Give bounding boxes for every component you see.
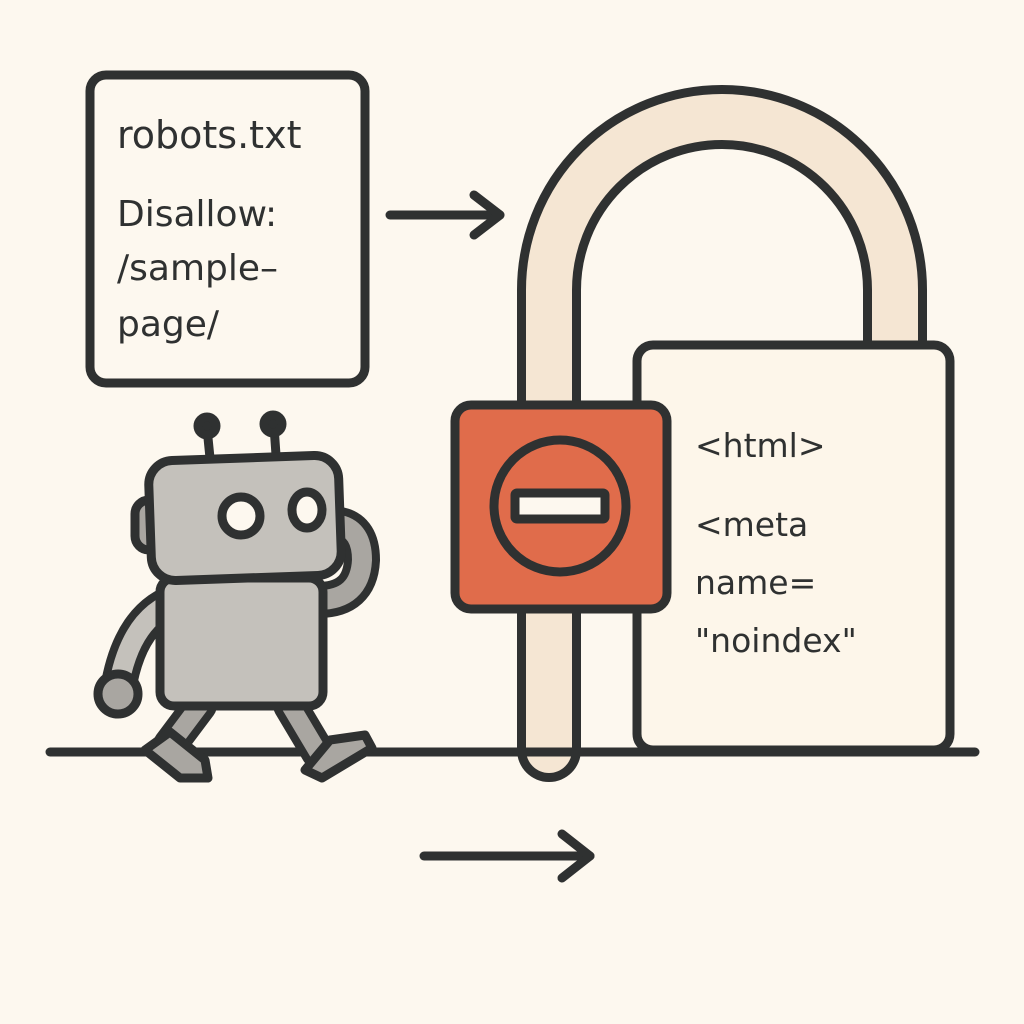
- padlock-shackle-icon: [517, 85, 927, 782]
- html-code-line: "noindex": [695, 621, 857, 660]
- robots-txt-line: page/: [117, 304, 220, 345]
- crawler-robot-icon: [93, 410, 380, 783]
- html-code-line: <html>: [695, 426, 825, 465]
- robots-txt-line: Disallow:: [117, 194, 277, 235]
- robots-txt-title: robots.txt: [117, 113, 301, 157]
- no-entry-icon: [450, 400, 672, 614]
- html-code-line: name=: [695, 563, 816, 602]
- robots-txt-line: /sample–: [117, 248, 278, 289]
- arrow-right-icon: [419, 829, 595, 883]
- html-code-line: <meta: [695, 505, 808, 544]
- html-document-card: [632, 340, 955, 755]
- arrow-right-icon: [385, 190, 505, 240]
- robots-txt-card: [85, 70, 370, 388]
